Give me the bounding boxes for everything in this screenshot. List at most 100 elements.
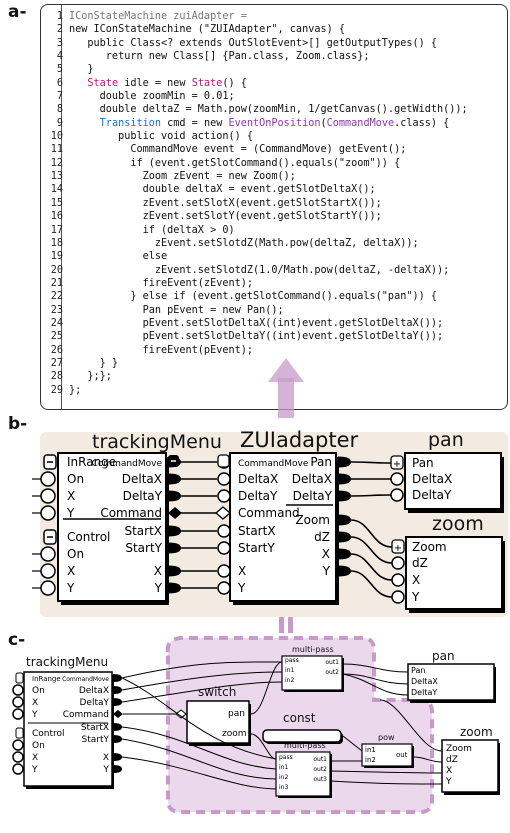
b-zui-zoom-output-port — [338, 531, 351, 543]
code-line-text: } else if (event.getSlotCommand().equals… — [69, 291, 438, 303]
b-tm-input-label: X — [67, 489, 75, 503]
code-line-number: 15 — [50, 197, 63, 209]
code-line-text: } } — [69, 357, 119, 369]
b-zui-pan-output-port — [338, 473, 351, 485]
code-line: 3 public Class<? extends OutSlotEvent>[]… — [45, 37, 468, 50]
code-line: 25 pEvent.setSlotDeltaY((int)event.getSl… — [45, 330, 468, 343]
b-wire-zoom — [350, 519, 393, 548]
c-tm-output-label: StartY — [82, 735, 110, 745]
c-pan-input-label: DeltaX — [411, 677, 438, 686]
b-zui-pan-output-label: DeltaX — [292, 472, 332, 486]
c-mpt-out-label: out2 — [325, 669, 339, 676]
code-line-text: Zoom zEvent = new Zoom(); — [69, 171, 296, 183]
b-zui-input-label: Command — [238, 506, 300, 520]
code-line: 6 State idle = new State() { — [45, 77, 468, 90]
c-pan-input-label: Pan — [411, 666, 425, 675]
code-line-text: pEvent.setSlotDeltaY((int)event.getSlotD… — [69, 331, 444, 343]
code-line: 24 pEvent.setSlotDeltaX((int)event.getSl… — [45, 317, 468, 330]
b-tm-output-port — [168, 525, 181, 537]
c-mpt-in-label: in2 — [285, 677, 294, 684]
code-line-text: CommandMove event = (CommandMove) getEve… — [69, 144, 407, 156]
c-tm-input-label: Y — [31, 765, 38, 775]
b-tm-input-label: InRange — [67, 455, 116, 469]
c-tm-input-label: On — [32, 686, 45, 696]
c-wire — [342, 663, 409, 673]
b-wire-dz — [350, 536, 393, 564]
c-tm-output-label: CommandMove — [62, 676, 109, 683]
b-zui-zoom-output-label: Zoom — [295, 513, 330, 527]
c-wires — [121, 661, 443, 790]
b-tm-input-port — [40, 546, 56, 562]
code-line-number: 7 — [56, 91, 63, 103]
code-line: 29}; — [45, 384, 468, 397]
c-tm-output-port — [113, 765, 122, 773]
code-line-text: double deltaZ = Math.pow(zoomMin, 1/getC… — [69, 104, 468, 116]
c-tm-output-port — [113, 753, 122, 761]
c-wire — [121, 671, 283, 691]
b-zui-adapter-title: ZUIadapter — [240, 428, 359, 452]
b-zui-adapter-input-ports — [215, 454, 231, 595]
code-line-text: };}; — [69, 371, 112, 383]
code-line-number: 20 — [50, 264, 63, 276]
panel-label-c: c- — [8, 630, 26, 650]
c-tm-input-label: Control — [32, 729, 65, 739]
c-zoom-input-label: dZ — [446, 755, 458, 765]
c-tm-input-port — [12, 739, 24, 751]
code-line-number: 17 — [50, 224, 63, 236]
code-line-number: 18 — [50, 237, 63, 249]
code-line-number: 2 — [56, 24, 63, 36]
code-line: 26 fireEvent(pEvent); — [45, 344, 468, 357]
code-line-number: 23 — [50, 304, 63, 316]
code-line: 8 double deltaZ = Math.pow(zoomMin, 1/ge… — [45, 103, 468, 116]
b-pan-input-label: DeltaY — [412, 488, 452, 502]
c-tm-input-label: On — [32, 741, 45, 751]
c-wire — [342, 673, 409, 685]
b-zui-input-port — [217, 489, 231, 503]
c-tm-input-label: X — [32, 698, 38, 708]
c-wire — [121, 681, 283, 703]
code-line-text: public void action() { — [69, 131, 254, 143]
code-line: 21 fireEvent(zEvent); — [45, 277, 468, 290]
c-mpb-in-label: in1 — [279, 764, 288, 771]
c-zoom-input-label: Y — [445, 777, 452, 787]
code-line-text: if (deltaX > 0) — [69, 224, 235, 236]
b-zui-pan-output-label: Pan — [310, 455, 332, 469]
b-tm-output-label: DeltaX — [122, 472, 162, 486]
c-pow-in2: in2 — [365, 756, 376, 764]
b-pan-plus-port — [390, 455, 404, 470]
b-tm-output-port — [168, 565, 181, 577]
b-tm-input-label: Y — [66, 581, 75, 595]
c-tm-diamond-port — [113, 710, 123, 718]
b-zui-input-label: StartY — [238, 541, 275, 555]
c-zoom-title: zoom — [460, 725, 493, 739]
b-tm-diamond-port — [168, 507, 182, 519]
code-line-text: fireEvent(pEvent); — [69, 344, 254, 356]
code-line-text: pEvent.setSlotDeltaX((int)event.getSlotD… — [69, 317, 444, 329]
c-wire — [413, 756, 443, 763]
code-line-text: State idle = new State() { — [87, 77, 247, 89]
c-tm-output-label: StartX — [81, 723, 109, 733]
b-wires — [180, 461, 393, 598]
c-wire — [330, 770, 443, 774]
b-zui-zoom-output-label: X — [322, 547, 330, 561]
code-line: 9 Transition cmd = new EventOnPosition(C… — [45, 117, 468, 130]
code-line-text: public Class<? extends OutSlotEvent>[] g… — [69, 37, 438, 49]
code-line-number: 26 — [50, 344, 63, 356]
b-zui-pan-output-port — [338, 456, 351, 468]
b-tm-output-label: StartX — [124, 524, 162, 538]
b-pan-input-ports: + — [390, 455, 404, 502]
b-tm-input-port — [40, 580, 56, 596]
code-line: 7 double zoomMin = 0.01; — [45, 90, 468, 103]
b-tm-input-label: Y — [66, 506, 75, 520]
b-tm-input-port — [40, 488, 56, 504]
c-tracking-menu-input-ports — [12, 672, 24, 775]
c-switch-title: switch — [198, 685, 236, 699]
b-tm-output-port — [168, 473, 181, 485]
c-wire — [250, 661, 283, 715]
b-tm-input-port — [40, 471, 56, 487]
